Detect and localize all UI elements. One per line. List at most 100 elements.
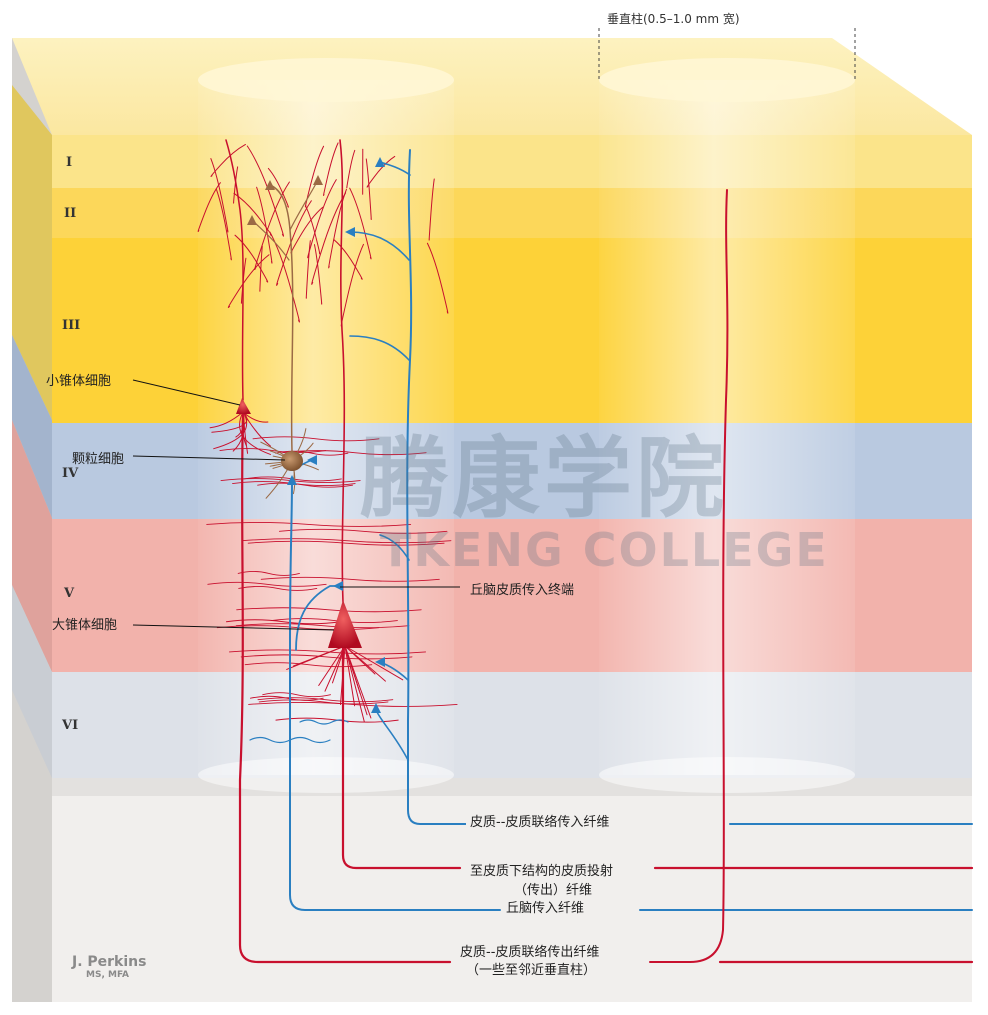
axon-collateral (206, 522, 412, 527)
axon-collateral (240, 654, 413, 660)
thalamocortical-branch (249, 736, 331, 744)
dendrite-branch (426, 242, 449, 314)
cc-afferent-branch (379, 534, 410, 561)
cc-afferent-branch (349, 335, 410, 361)
dendrite-branch (428, 178, 435, 241)
thalamic-afferent-fiber (289, 479, 501, 911)
dendrite-branch (246, 145, 285, 237)
axon-collateral (207, 581, 327, 587)
cc-efferent-to-adjacent-column (649, 189, 729, 963)
cc-efferent-label-1: 皮质--皮质联络传出纤维 (456, 944, 604, 962)
thalamocortical-branch (299, 719, 349, 725)
axon-collateral (241, 538, 452, 544)
thalamocortical-branch (295, 585, 339, 651)
cc-afferent-terminal (345, 227, 355, 237)
pyramidal-dendrites (197, 139, 458, 723)
dendrite-branch (210, 143, 246, 177)
basal-dendrite (344, 645, 356, 707)
dendrite-branch (210, 158, 229, 233)
dendrite-branch (233, 166, 239, 204)
column-width-label: 垂直柱(0.5–1.0 mm 宽) (607, 12, 740, 26)
axon-collateral (278, 528, 448, 534)
apical-dendrite (225, 139, 244, 401)
dendrite-branch (333, 239, 363, 280)
layer-label-I: I (66, 155, 73, 170)
granule-terminal (247, 215, 257, 225)
dendrite-branch (346, 149, 356, 189)
dendrite-branch (349, 187, 372, 260)
dendrite-branch (197, 182, 221, 232)
cc-afferent-fiber (406, 149, 467, 825)
apical-dendrite (339, 139, 346, 603)
thalamocortical-terminal (307, 455, 317, 465)
granule-cell-soma (281, 451, 303, 471)
basal-dendrite (242, 411, 272, 447)
dendrite-branch (311, 192, 347, 285)
granule-ascending (269, 184, 294, 452)
afferent-fibers (249, 149, 973, 911)
thalamocortical-terminal-label: 丘脑皮质传入终端 (470, 583, 575, 598)
axon-collateral (238, 585, 318, 591)
thalamocortical-terminal (333, 581, 343, 591)
dendrite-branch (365, 158, 372, 220)
axon-collateral (262, 692, 331, 698)
dendrite-branch (305, 240, 311, 299)
layer-label-IV: IV (62, 466, 79, 481)
column-cylinder-right (599, 58, 855, 793)
subcortical-projection-fiber (341, 646, 462, 870)
dendrite-branch (227, 254, 270, 308)
axon-collateral (244, 662, 373, 668)
axon-collateral (228, 649, 427, 655)
basal-dendrite (344, 645, 372, 719)
cc-afferent-terminal (375, 657, 385, 667)
axon-collateral (252, 436, 380, 442)
column-cylinder-left (198, 58, 454, 793)
dendrite-branch (366, 155, 396, 188)
axon-collateral (282, 450, 427, 456)
efferent-fibers (238, 189, 974, 964)
small-pyramidal-cell-soma (236, 398, 251, 414)
basal-dendrite (344, 645, 404, 681)
axon-collateral (235, 623, 410, 629)
axon-collateral (247, 540, 445, 546)
layer-label-III: III (62, 318, 81, 333)
granule-terminal (313, 175, 323, 185)
axon-collateral (260, 576, 440, 582)
layer-label-VI: VI (62, 718, 79, 733)
subcortical-projection-label-2: （传出）纤维 (510, 882, 597, 900)
dendrite-branch (304, 145, 325, 208)
dendrite-branch (256, 186, 273, 264)
granule-label: 颗粒细胞 (72, 452, 125, 467)
cc-afferent-branch (349, 231, 410, 261)
axon-collateral (250, 695, 324, 701)
cc-afferent-terminal (371, 703, 381, 713)
axon-collateral (248, 701, 458, 707)
dendrite-branch (307, 179, 337, 259)
dendrite-branch (259, 245, 263, 292)
basal-dendrite (209, 411, 244, 429)
dendrite-branch (314, 244, 323, 305)
cc-efferent-label-2: （一些至邻近垂直柱） (462, 962, 601, 980)
cc-afferent-terminal (375, 157, 385, 167)
axon-collateral (258, 699, 389, 705)
axon-collateral (257, 697, 394, 703)
thalamic-afferent-label: 丘脑传入纤维 (502, 900, 589, 918)
signature-name: J. Perkins (72, 954, 147, 970)
axon-collateral (275, 450, 349, 456)
signature: J. Perkins MS, MFA (72, 954, 146, 980)
large-pyramidal-cell-soma (328, 600, 362, 648)
axon-collateral (236, 607, 422, 613)
thalamic-afferent-terminal (287, 475, 297, 485)
basal-dendrite (344, 645, 376, 675)
dendrite-branch (215, 188, 232, 261)
layer-label-V: V (64, 586, 75, 601)
cc-afferent-label: 皮质--皮质联络传入纤维 (466, 814, 614, 832)
dendrite-branch (267, 167, 289, 208)
axon-collateral (257, 482, 353, 488)
granule-terminal (265, 180, 275, 190)
cc-efferent-fiber (238, 412, 452, 964)
small-pyramidal-label: 小锥体细胞 (46, 374, 112, 389)
dendrite-branch (323, 142, 339, 196)
large-pyramidal-label: 大锥体细胞 (52, 618, 118, 633)
